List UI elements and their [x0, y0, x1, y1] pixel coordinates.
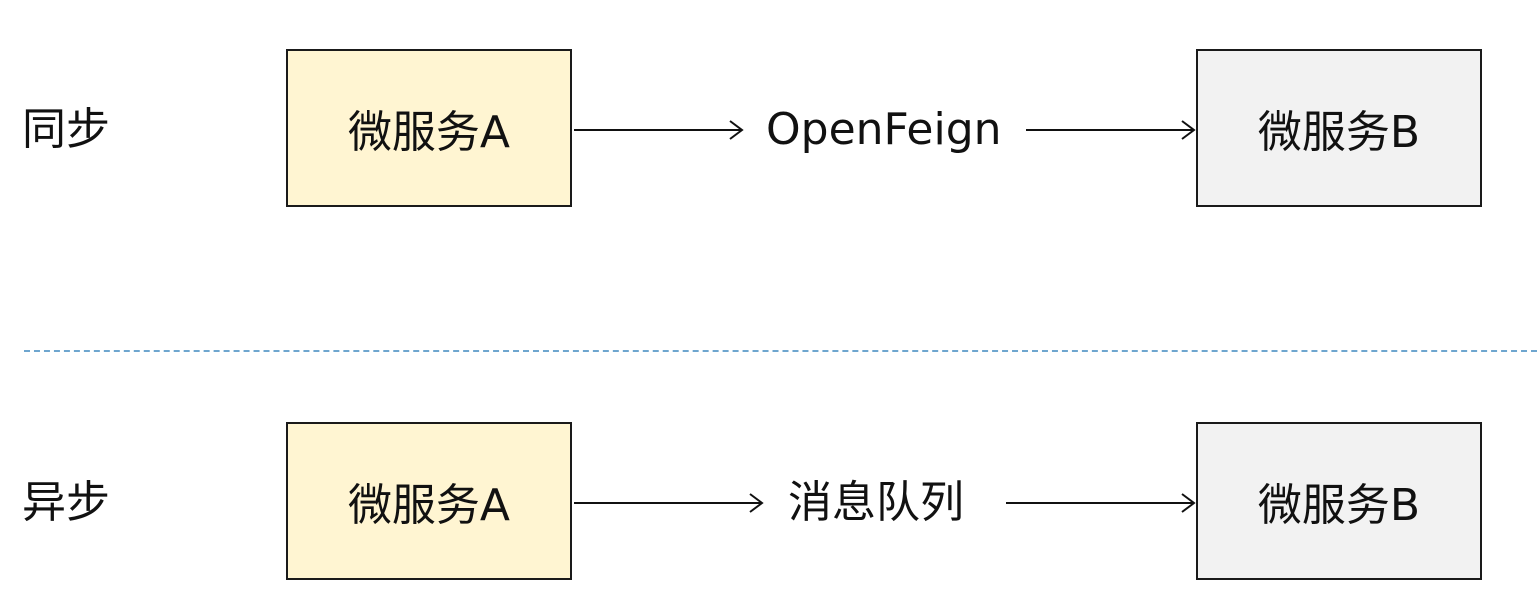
- sync-arrow-a-to-middle: [574, 120, 744, 140]
- async-arrow-a-to-middle: [574, 493, 764, 513]
- async-service-a-box: 微服务A: [286, 422, 572, 580]
- sync-arrow-middle-to-b: [1026, 120, 1196, 140]
- async-service-b-box: 微服务B: [1196, 422, 1482, 580]
- async-row-label: 异步: [22, 477, 110, 528]
- sync-service-b-label: 微服务B: [1257, 107, 1421, 158]
- async-service-b-label: 微服务B: [1257, 480, 1421, 531]
- sync-service-a-box: 微服务A: [286, 49, 572, 207]
- async-service-a-label: 微服务A: [347, 480, 511, 531]
- sync-service-b-box: 微服务B: [1196, 49, 1482, 207]
- async-middleware-label: 消息队列: [788, 477, 964, 528]
- sync-service-a-label: 微服务A: [347, 107, 511, 158]
- section-divider: [24, 350, 1537, 352]
- async-arrow-middle-to-b: [1006, 493, 1196, 513]
- sync-row-label: 同步: [22, 104, 110, 155]
- sync-middleware-label: OpenFeign: [766, 104, 1002, 155]
